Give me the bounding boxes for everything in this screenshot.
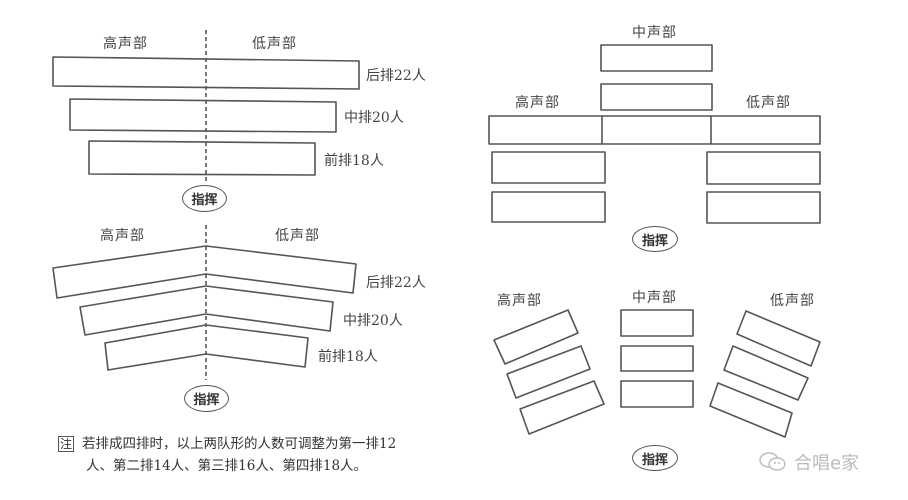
diagram-4-shapes <box>493 309 821 438</box>
middle-voice-block <box>620 345 694 372</box>
front-row-block <box>104 324 309 371</box>
low-voice-block <box>736 310 821 367</box>
back-row-label: 后排22人 <box>366 68 426 84</box>
middle-row-label: 中排20人 <box>343 313 403 329</box>
watermark: 合唱e家 <box>758 449 859 475</box>
footnote: 注若排成四排时，以上两队形的人数可调整为第一排12 人、第二排14人、第三排16… <box>58 433 508 477</box>
diagram-2-shapes <box>52 225 357 380</box>
high-voice-label: 高声部 <box>497 293 542 309</box>
low-voice-label: 低声部 <box>770 293 815 309</box>
middle-voice-block <box>620 309 694 337</box>
front-row-label: 前排18人 <box>318 349 378 365</box>
middle-voice-block <box>620 380 694 408</box>
footnote-text-1: 若排成四排时，以上两队形的人数可调整为第一排12 <box>82 436 397 452</box>
high-voice-label: 高声部 <box>515 95 560 111</box>
middle-voice-row-second <box>600 83 713 111</box>
conductor-marker: 指挥 <box>182 185 227 212</box>
front-row-block <box>88 140 316 176</box>
diagram-3-shapes <box>488 44 821 224</box>
low-voice-block <box>709 382 793 438</box>
high-voice-block <box>506 345 591 399</box>
wechat-icon <box>758 451 788 473</box>
middle-voice-label: 中声部 <box>632 290 677 306</box>
conductor-marker: 指挥 <box>632 445 678 471</box>
high-voice-block <box>519 380 605 435</box>
low-voice-row <box>706 191 821 224</box>
conductor-marker: 指挥 <box>632 226 678 252</box>
high-voice-label: 高声部 <box>103 36 148 52</box>
middle-row-label: 中排20人 <box>344 110 404 126</box>
middle-row-block <box>79 285 334 336</box>
middle-row-block <box>69 98 337 133</box>
footnote-line-1: 注若排成四排时，以上两队形的人数可调整为第一排12 <box>58 433 508 455</box>
diagram-1-shapes <box>52 30 360 182</box>
watermark-text: 合唱e家 <box>794 453 860 474</box>
front-row-label: 前排18人 <box>324 153 384 169</box>
high-voice-label: 高声部 <box>100 228 145 244</box>
back-row-label: 后排22人 <box>366 275 426 291</box>
back-row-block <box>52 56 360 90</box>
combined-row <box>488 115 821 145</box>
high-voice-row <box>491 191 606 223</box>
footnote-line-2: 人、第二排14人、第三排16人、第四排18人。 <box>86 458 368 474</box>
high-voice-row <box>491 151 606 184</box>
middle-voice-label: 中声部 <box>632 25 677 41</box>
middle-voice-row-top <box>600 44 713 72</box>
note-mark-icon: 注 <box>58 436 75 452</box>
low-voice-label: 低声部 <box>275 228 320 244</box>
low-voice-label: 低声部 <box>252 36 297 52</box>
conductor-marker: 指挥 <box>184 385 229 412</box>
low-voice-label: 低声部 <box>746 95 791 111</box>
back-row-block <box>52 245 357 299</box>
low-voice-row <box>706 151 821 185</box>
high-voice-block <box>493 309 579 365</box>
low-voice-block <box>723 345 809 401</box>
